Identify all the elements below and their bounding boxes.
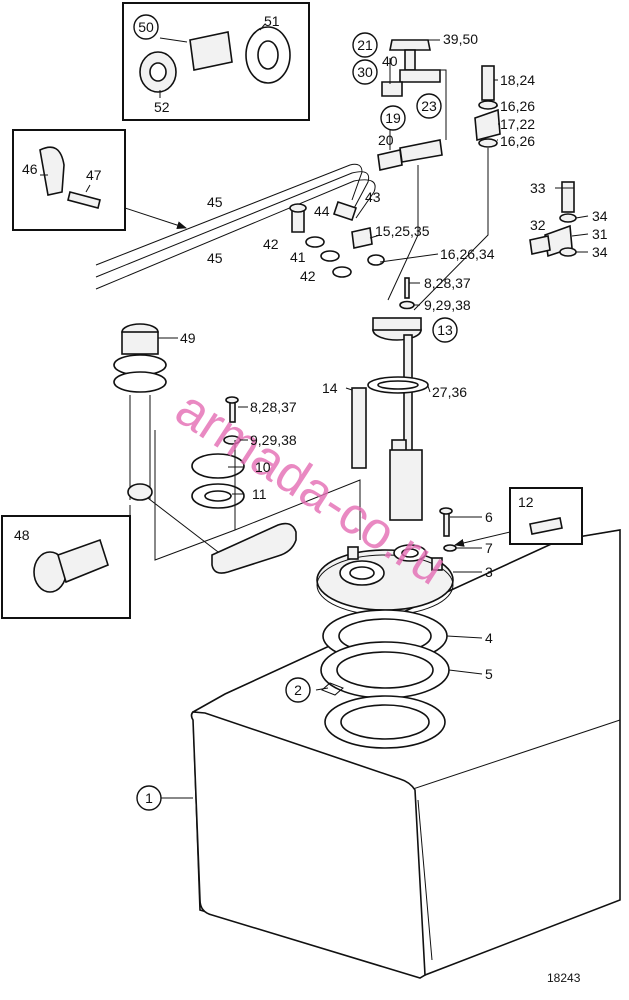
label-16-26-34: 16,26,34	[440, 246, 495, 262]
label-46: 46	[22, 161, 38, 177]
tank-opening-ring	[320, 641, 450, 699]
label-45-b: 45	[207, 250, 223, 266]
label-41: 41	[290, 249, 306, 265]
circle-label-50: 50	[138, 19, 154, 35]
label-48: 48	[14, 527, 30, 543]
label-34-a: 34	[592, 208, 608, 224]
fuel-lines	[95, 163, 376, 290]
leader-lines	[40, 23, 589, 799]
label-44: 44	[314, 203, 330, 219]
inset-box-12	[454, 487, 583, 547]
label-42-a: 42	[263, 236, 279, 252]
label-40: 40	[382, 53, 398, 69]
label-16-26-b: 16,26	[500, 133, 535, 149]
label-16-26-a: 16,26	[500, 98, 535, 114]
label-9-29-38-b: 9,29,38	[250, 432, 297, 448]
label-18-24: 18,24	[500, 72, 535, 88]
circle-label-13: 13	[437, 322, 453, 338]
label-8-28-37-b: 8,28,37	[250, 399, 297, 415]
circle-label-1: 1	[145, 790, 153, 806]
label-6: 6	[485, 509, 493, 525]
label-8-28-37-a: 8,28,37	[424, 275, 471, 291]
screws-washers	[191, 277, 457, 552]
label-34-b: 34	[592, 244, 608, 260]
part-number-labels: 51 52 39,50 40 18,24 16,26 17,22 16,26 2…	[14, 13, 608, 682]
label-49: 49	[180, 330, 196, 346]
label-27-36: 27,36	[432, 384, 467, 400]
label-39-50: 39,50	[443, 31, 478, 47]
tank-ring-lower	[324, 695, 446, 749]
label-47: 47	[86, 167, 102, 183]
inset-box-48	[1, 515, 131, 619]
inset-box-46-47	[12, 129, 187, 231]
tee-fittings	[305, 39, 577, 311]
drawing-number: 18243	[547, 971, 581, 985]
label-9-29-38-a: 9,29,38	[424, 297, 471, 313]
label-15-25-35: 15,25,35	[375, 223, 430, 239]
label-42-b: 42	[300, 268, 316, 284]
label-52: 52	[154, 99, 170, 115]
label-51: 51	[264, 13, 280, 29]
label-10: 10	[255, 459, 271, 475]
label-4: 4	[485, 630, 493, 646]
label-31: 31	[592, 226, 608, 242]
fuel-tank	[190, 529, 621, 979]
circled-labels: 50 21 30 19 23 13 2 1	[133, 14, 458, 811]
label-45-a: 45	[207, 194, 223, 210]
label-32: 32	[530, 217, 546, 233]
label-3: 3	[485, 564, 493, 580]
inset-box-50-52	[122, 2, 310, 121]
label-7: 7	[485, 540, 493, 556]
label-20: 20	[378, 132, 394, 148]
label-33: 33	[530, 180, 546, 196]
circle-label-23: 23	[421, 98, 437, 114]
label-12: 12	[518, 494, 534, 510]
label-14: 14	[322, 380, 338, 396]
label-17-22: 17,22	[500, 116, 535, 132]
circle-label-30: 30	[357, 64, 373, 80]
pickup-tube-assembly	[351, 317, 429, 521]
circle-label-2: 2	[294, 682, 302, 698]
label-11: 11	[252, 486, 267, 502]
circle-label-19: 19	[385, 110, 401, 126]
label-5: 5	[485, 666, 493, 682]
label-43: 43	[365, 189, 381, 205]
circle-label-21: 21	[357, 37, 373, 53]
fuel-level-sender	[113, 323, 297, 574]
